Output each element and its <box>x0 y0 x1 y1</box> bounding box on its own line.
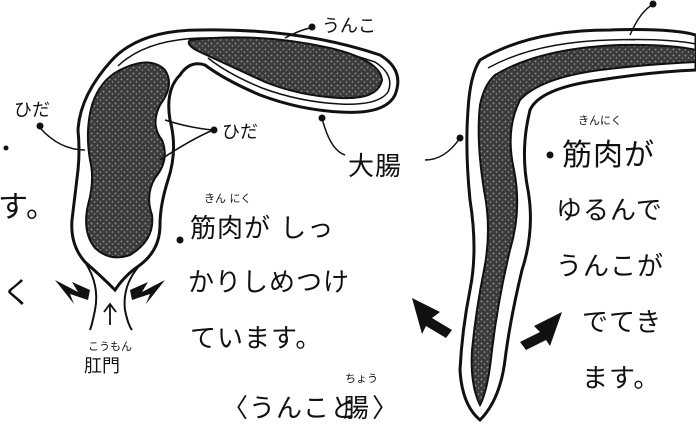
right-ruby: きんにく <box>578 112 622 128</box>
right-arrow-right <box>520 312 562 350</box>
label-koumon: 肛門 <box>84 352 120 378</box>
left-edge-dot <box>4 146 9 151</box>
left-anus-arrow <box>104 304 116 325</box>
mid-text-line1: 筋肉が しっ <box>190 208 334 245</box>
mid-text-line3: ています。 <box>190 318 322 355</box>
label-hida-left: ひだ <box>14 96 50 122</box>
label-daicho: 大腸 <box>348 146 402 183</box>
mid-text-line2: かりしめつけ <box>188 262 350 299</box>
right-text-line5: ます。 <box>582 358 660 395</box>
title-ruby: ちょう <box>345 370 378 386</box>
title-kanji: 腸 <box>343 388 370 425</box>
bullet-mid <box>177 237 184 244</box>
left-edge-text-2: く <box>2 268 33 312</box>
left-edge-text-1: す。 <box>0 182 57 226</box>
leader-daicho-right-dot <box>457 135 464 142</box>
leader-hida-mid-b <box>160 130 213 160</box>
bullet-right <box>547 152 554 159</box>
right-text-line3: うんこが <box>556 246 664 283</box>
label-hida-mid: ひだ <box>222 118 258 144</box>
title-close: 〉 <box>372 388 399 425</box>
leader-unko-dot <box>309 24 316 31</box>
mid-ruby: きん にく <box>204 190 251 206</box>
title-open: 〈うんこと <box>222 388 357 425</box>
right-text-line4: でてき <box>582 302 662 339</box>
left-squeeze-arrow-left <box>55 280 90 304</box>
right-arrow-left <box>412 298 452 338</box>
leader-daicho-left-dot <box>319 115 326 122</box>
leader-hida-left-dot <box>37 123 44 130</box>
leader-hida-mid-dot <box>211 127 218 134</box>
right-text-line1: 筋肉が <box>562 130 655 174</box>
left-squeeze-arrow-right <box>130 280 165 304</box>
left-stool-vertical <box>86 63 169 258</box>
right-text-line2: ゆるんで <box>556 190 663 227</box>
label-unko: うんこ <box>322 12 376 38</box>
leader-daicho-right <box>425 138 460 160</box>
leader-daicho-left <box>322 118 345 155</box>
right-leader-top-dot <box>650 1 657 8</box>
